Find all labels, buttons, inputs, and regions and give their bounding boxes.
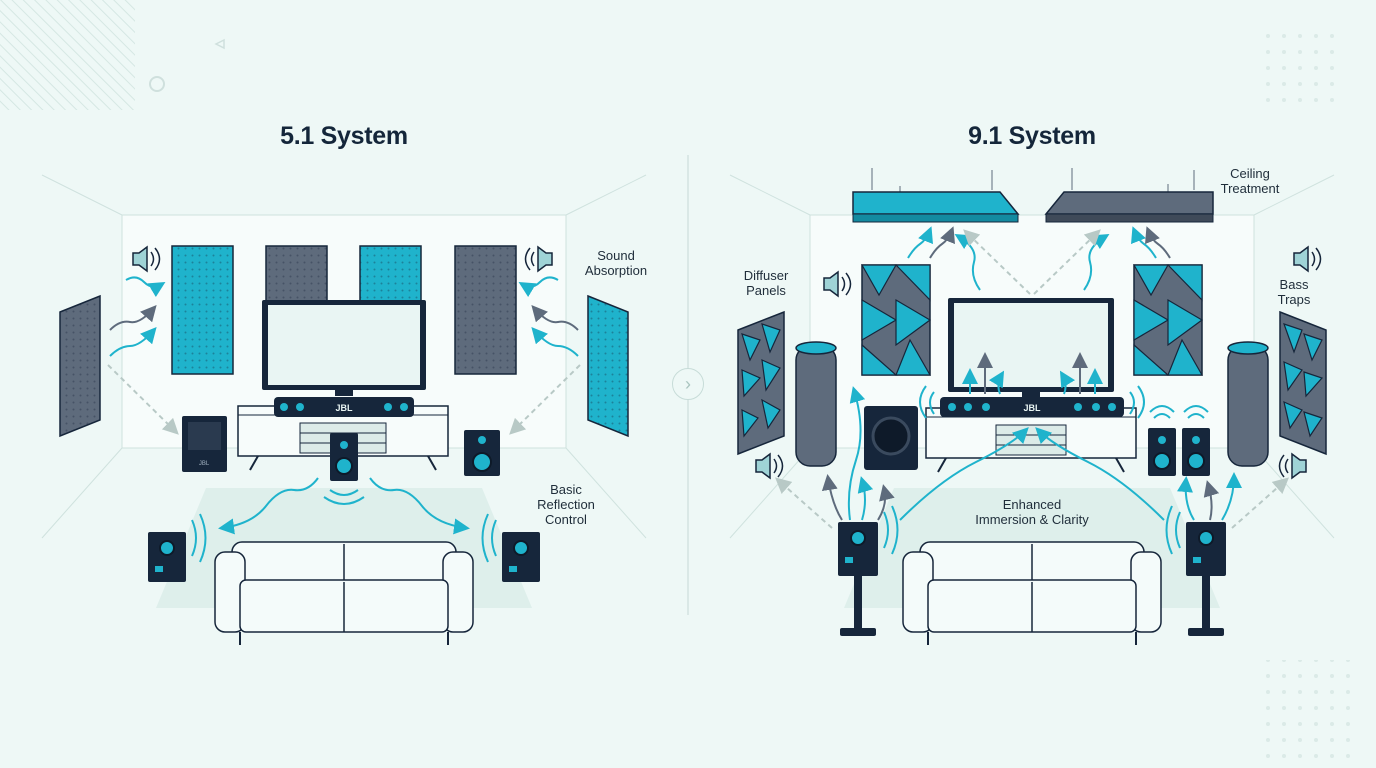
right-subwoofer	[864, 406, 918, 470]
right-tv-console	[925, 407, 1137, 473]
enhanced-immersion-label: Enhanced Immersion & Clarity	[975, 497, 1089, 527]
left-rear-speaker	[148, 513, 207, 582]
soundbar-brand: JBL	[335, 403, 353, 413]
right-tv	[948, 298, 1114, 398]
ceiling-wave-arrows	[907, 226, 1171, 295]
corner-decoration	[0, 0, 1362, 760]
bass-traps	[795, 341, 1269, 467]
left-center-speaker	[323, 433, 365, 505]
speaker-volume-icon	[1278, 452, 1307, 480]
immersion-arrows	[775, 386, 1289, 529]
right-rear-speaker	[481, 513, 540, 582]
sound-absorption-label: Sound Absorption	[584, 248, 648, 278]
basic-reflection-label: Basic Reflection Control	[537, 482, 595, 527]
left-tv	[262, 300, 426, 396]
speaker-volume-icon	[524, 245, 553, 273]
subwoofer-brand: JBL	[199, 461, 210, 467]
right-front-speakers	[1148, 405, 1210, 476]
tv-up-arrows	[962, 352, 1103, 395]
right-stand-speaker	[1165, 505, 1226, 636]
speaker-volume-icon	[1293, 245, 1322, 273]
speaker-volume-icon	[823, 270, 852, 298]
center-wave-arrows	[218, 477, 470, 535]
left-subwoofer: JBL	[182, 416, 227, 472]
left-panel-title: 5.1 System	[280, 122, 408, 150]
chevron-right-icon: ›	[685, 374, 691, 394]
speaker-volume-icon	[132, 245, 161, 273]
soundbar-brand: JBL	[1023, 403, 1041, 413]
next-arrow-button[interactable]: ›	[672, 368, 704, 400]
bass-traps-label: Bass Traps	[1277, 277, 1311, 307]
diffuser-panels-label: Diffuser Panels	[743, 268, 789, 298]
right-soundbar: JBL	[919, 385, 1145, 419]
ceiling-panels	[852, 168, 1214, 223]
diffuser-panels	[737, 264, 1327, 456]
left-soundbar: JBL	[274, 397, 414, 417]
left-front-speaker	[464, 430, 500, 476]
left-sofa	[214, 541, 474, 645]
sound-wave-arrows	[107, 276, 581, 435]
speaker-volume-icon	[755, 452, 784, 480]
right-panel-title: 9.1 System	[968, 122, 1096, 150]
left-stand-speaker	[838, 505, 899, 636]
ceiling-treatment-label: Ceiling Treatment	[1220, 166, 1280, 196]
left-absorption-panels	[59, 245, 629, 438]
right-sofa	[902, 541, 1162, 645]
